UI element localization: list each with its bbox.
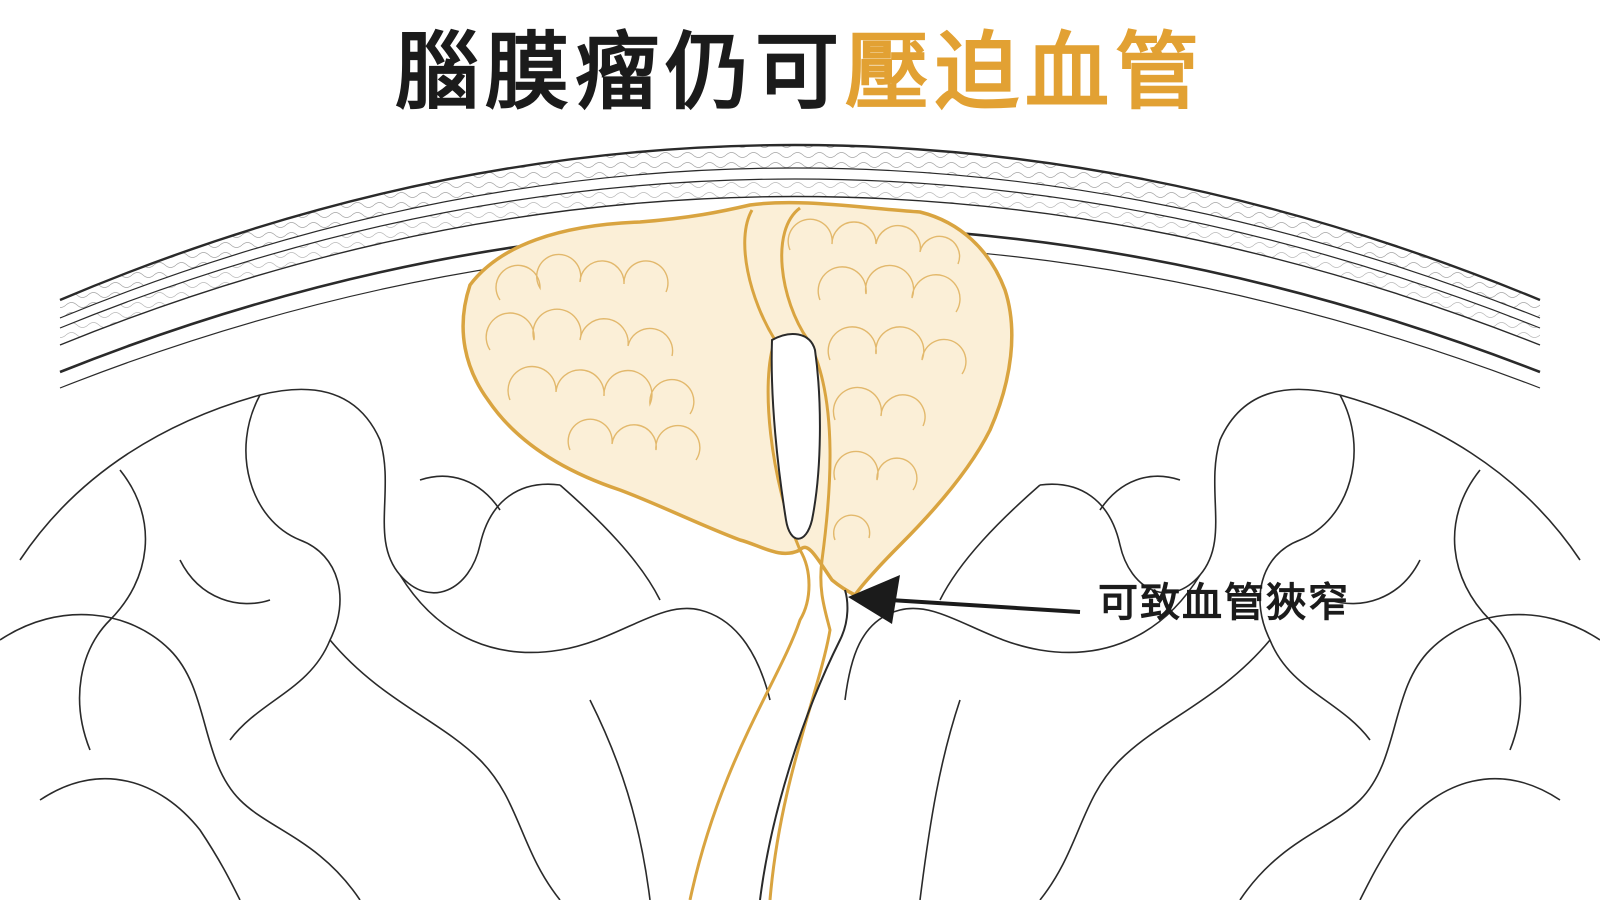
title-accent-part: 壓迫血管	[845, 23, 1206, 121]
arrow-left-icon	[848, 575, 1081, 624]
skull-layers	[59, 143, 1541, 389]
stenosis-callout-label: 可致血管狹窄	[1098, 580, 1350, 626]
page-title: 腦膜瘤仍可壓迫血管	[0, 22, 1600, 123]
title-dark-part: 腦膜瘤仍可	[394, 23, 845, 121]
meningioma-tumor	[461, 200, 1014, 598]
compressed-blood-vessel	[688, 206, 849, 900]
brain-gyri	[0, 388, 1600, 900]
